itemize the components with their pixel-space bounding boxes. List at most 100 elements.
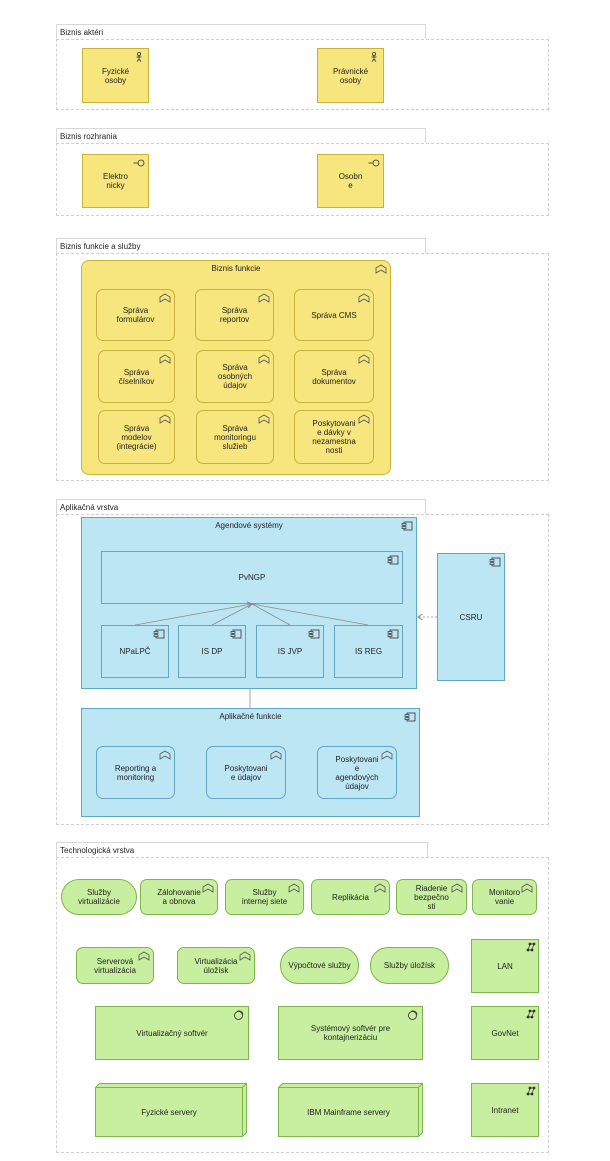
tech-function-item[interactable]: Zálohovanie a obnova [140,879,218,915]
group-tab-interfaces: Biznis rozhrania [56,128,426,144]
tech-label: Služby internej siete [241,888,288,906]
component-is-reg[interactable]: IS REG [334,625,403,678]
tech-service-item[interactable]: Služby virtualizácie [61,879,137,915]
business-function-item[interactable]: Správa dokumentov [294,350,374,403]
function-label: Správa číselníkov [118,367,155,386]
tech-function-item[interactable]: Serverová virtualizácia [76,947,154,984]
app-function-item[interactable]: Poskytovani e údajov [206,746,286,799]
group-label-technology: Technologická vrstva [60,846,135,855]
group-tab-application: Aplikačná vrstva [56,499,426,515]
function-icon [358,293,370,303]
business-function-item[interactable]: Správa osobných údajov [196,350,274,403]
component-csru[interactable]: CSRU [437,553,505,681]
interface-icon [133,159,145,167]
function-icon [159,293,171,303]
device-label: IBM Mainframe servery [307,1107,390,1117]
component-icon [404,712,416,722]
group-tab-functions: Biznis funkcie a služby [56,238,426,254]
network-label: GovNet [491,1028,519,1038]
function-icon [521,883,533,893]
component-label: NPaLPČ [119,647,151,656]
component-label: PvNGP [238,573,266,582]
tech-label: Serverová virtualizácia [94,956,136,975]
business-function-item[interactable]: Správa modelov (integrácie) [98,410,175,464]
network-label: LAN [497,961,513,971]
component-icon [153,629,165,639]
function-label: Reporting a monitoring [114,763,157,782]
function-icon [202,883,214,893]
business-function-item[interactable]: Správa monitoringu služieb [196,410,274,464]
function-label: Poskytovani e agendových údajov [335,754,379,791]
network-govnet[interactable]: GovNet [471,1006,539,1060]
device-ibm-mainframe[interactable]: IBM Mainframe servery [278,1083,423,1137]
component-icon [387,555,399,565]
interface-label: Osobn e [338,172,363,190]
component-is-dp[interactable]: IS DP [178,625,246,678]
group-label-functions: Biznis funkcie a služby [60,242,141,251]
function-label: Poskytovani e údajov [224,763,268,782]
device-fyzicke-servery[interactable]: Fyzické servery [95,1083,247,1137]
function-icon [374,883,386,893]
function-icon [258,293,270,303]
function-label: Správa monitoringu služieb [214,423,256,451]
function-label: Poskytovani e dávky v nezamestna nosti [312,419,356,455]
tech-label: Virtualizácia úložísk [194,956,238,975]
tech-label: Riadenie bezpečno sti [414,883,449,911]
tech-function-item[interactable]: Replikácia [311,879,390,915]
software-label: Virtualizačný softvér [136,1028,208,1038]
app-function-item[interactable]: Reporting a monitoring [96,746,175,799]
actor-label: Právnické osoby [332,66,369,85]
device-box-shape [278,1083,423,1137]
interface-elektronicky[interactable]: Elektro nicky [82,154,149,208]
component-is-jvp[interactable]: IS JVP [256,625,324,678]
group-label-actors: Biznis aktéri [60,28,104,37]
function-icon [258,354,270,364]
actor-pravnicke-osoby[interactable]: Právnické osoby [317,48,384,103]
system-software-kontajnerizacia[interactable]: Systémový softvér pre kontajnerizáciu [278,1006,423,1060]
function-label: Správa CMS [311,310,357,320]
function-icon [270,750,282,760]
component-pvngp[interactable]: PvNGP [101,551,403,604]
function-icon [159,354,171,364]
actor-label: Fyzické osoby [101,66,130,85]
app-function-item[interactable]: Poskytovani e agendových údajov [317,746,397,799]
component-label: IS DP [201,647,223,656]
app-functions-title: Aplikačné funkcie [219,712,282,721]
device-box-shape [95,1083,247,1137]
tech-service-item[interactable]: Služby úložísk [370,947,449,984]
network-intranet[interactable]: Intranet [471,1083,539,1137]
group-tab-actors: Biznis aktéri [56,24,426,40]
component-icon [230,629,242,639]
business-functions-title: Biznis funkcie [211,264,261,273]
business-function-item[interactable]: Správa reportov [195,289,274,341]
group-label-interfaces: Biznis rozhrania [60,132,117,141]
tech-function-item[interactable]: Monitoro vanie [472,879,537,915]
tech-label: Služby úložísk [383,961,436,970]
function-icon [159,414,171,424]
tech-label: Replikácia [332,892,369,902]
tech-function-item[interactable]: Služby internej siete [225,879,304,915]
component-npalpc[interactable]: NPaLPČ [101,625,169,678]
network-lan[interactable]: LAN [471,939,539,993]
business-function-item[interactable]: Správa CMS [294,289,374,341]
function-icon [258,414,270,424]
tech-label: Služby virtualizácie [78,888,120,906]
tech-function-item[interactable]: Virtualizácia úložísk [177,947,255,984]
group-tab-technology: Technologická vrstva [56,842,428,858]
tech-service-item[interactable]: Výpočtové služby [280,947,359,984]
business-function-item[interactable]: Správa formulárov [96,289,175,341]
system-software-virtualizacny[interactable]: Virtualizačný softvér [95,1006,249,1060]
function-label: Správa modelov (integrácie) [116,423,157,451]
function-label: Správa dokumentov [312,367,356,386]
interface-osobne[interactable]: Osobn e [317,154,384,208]
interface-icon [368,159,380,167]
tech-function-item[interactable]: Riadenie bezpečno sti [396,879,467,915]
device-label: Fyzické servery [141,1107,197,1117]
business-function-item[interactable]: Správa číselníkov [98,350,175,403]
component-label: CSRU [459,612,483,622]
actor-fyzicke-osoby[interactable]: Fyzické osoby [82,48,149,103]
component-label: IS JVP [277,647,303,656]
function-label: Správa formulárov [116,306,155,324]
business-function-item[interactable]: Poskytovani e dávky v nezamestna nosti [294,410,374,464]
tech-label: Výpočtové služby [288,961,351,970]
